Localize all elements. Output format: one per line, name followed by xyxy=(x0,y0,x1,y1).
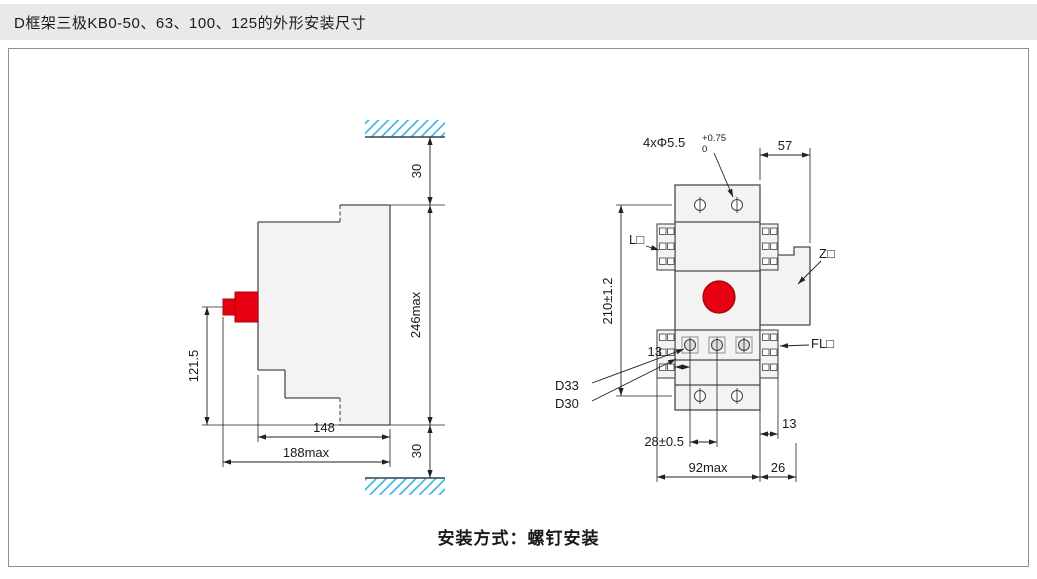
dim-total-height-value: 246max xyxy=(408,291,423,338)
breaker-side-body xyxy=(222,204,391,426)
dim-button-to-bottom-value: 121.5 xyxy=(186,350,201,383)
hole-leader-line xyxy=(713,152,734,198)
d30-label: D30 xyxy=(555,396,579,411)
mounting-holes-bottom xyxy=(694,388,743,404)
mounting-surface-top-hatch xyxy=(365,120,445,138)
terminal-block-upper-right xyxy=(759,223,779,271)
dim-offset-right: 13 xyxy=(759,378,796,482)
dim-gap-top-value: 30 xyxy=(409,164,424,178)
label-terminal-z: Z□ xyxy=(797,246,835,285)
dim-offset-left: 13 xyxy=(648,344,691,372)
terminal-fl-leader xyxy=(779,343,810,349)
mounting-holes-top xyxy=(694,197,743,213)
hole-callout: 4xΦ5.5 +0.75 0 xyxy=(643,133,734,198)
drawing-panel: 30 246max 30 121.5 148 188max xyxy=(8,48,1029,567)
terminal-fl-label: FL□ xyxy=(811,336,834,351)
red-reset-button xyxy=(702,280,736,314)
hatch-area-top xyxy=(365,120,445,137)
terminal-l-leader xyxy=(645,245,660,251)
lower-terminal-screws xyxy=(681,336,753,354)
side-view: 30 246max 30 121.5 148 188max xyxy=(186,120,445,495)
technical-drawing: 30 246max 30 121.5 148 188max xyxy=(186,120,835,495)
operating-button-base xyxy=(234,291,259,323)
dim-mount-height: 210±1.2 xyxy=(600,204,672,397)
dim-total-depth-value: 188max xyxy=(283,445,330,460)
terminal-l-label: L□ xyxy=(629,232,644,247)
page-title: D框架三极KB0-50、63、100、125的外形安装尺寸 xyxy=(14,14,367,32)
dim-body-width: 92max xyxy=(656,378,797,482)
dim-side-depth: 26 xyxy=(760,460,796,480)
terminal-z-leader xyxy=(797,260,822,285)
terminal-block-lower-left xyxy=(656,329,676,379)
dim-body-width-value: 92max xyxy=(688,460,728,475)
dim-width-top-value: 57 xyxy=(778,138,792,153)
dim-gap-top: 30 xyxy=(409,137,433,205)
dim-total-depth: 188max xyxy=(223,445,390,465)
dim-offset-right-value: 13 xyxy=(782,416,796,431)
hole-tolerance-lower: 0 xyxy=(702,144,707,155)
label-terminal-l: L□ xyxy=(629,232,660,251)
dim-offset-left-value: 13 xyxy=(648,344,662,359)
hole-callout-label: 4xΦ5.5 xyxy=(643,135,685,150)
dim-width-top: 57 xyxy=(759,138,811,243)
operating-button-tip xyxy=(222,298,236,316)
side-view-extension-lines xyxy=(202,204,445,467)
dim-side-depth-value: 26 xyxy=(771,460,785,475)
d33-leader xyxy=(591,348,685,384)
terminal-z-label: Z□ xyxy=(819,246,835,261)
terminal-block-lower-right xyxy=(759,329,779,379)
dim-terminal-pitch: 28±0.5 xyxy=(644,351,718,449)
dim-terminal-pitch-value: 28±0.5 xyxy=(644,434,684,449)
body-section-lines xyxy=(675,221,760,386)
dim-gap-bottom: 30 xyxy=(409,425,433,478)
dim-body-depth-value: 148 xyxy=(313,420,335,435)
dim-mount-height-value: 210±1.2 xyxy=(600,278,615,325)
d33-label: D33 xyxy=(555,378,579,393)
dim-body-depth: 148 xyxy=(258,420,390,440)
header-bar: D框架三极KB0-50、63、100、125的外形安装尺寸 xyxy=(0,4,1037,40)
side-silhouette xyxy=(258,205,390,425)
hatch-area-bottom xyxy=(365,478,445,495)
mounting-surface-bottom-hatch xyxy=(365,477,445,495)
dim-button-to-bottom: 121.5 xyxy=(186,307,210,425)
label-d-terminals: D33 D30 xyxy=(555,348,685,411)
d30-leader xyxy=(591,358,677,402)
installation-caption: 安装方式：螺钉安装 xyxy=(437,529,600,548)
terminal-block-upper-left xyxy=(656,223,676,271)
dim-gap-bottom-value: 30 xyxy=(409,444,424,458)
hole-tolerance-upper: +0.75 xyxy=(702,133,726,144)
dim-total-height: 246max xyxy=(408,205,433,425)
front-view: 4xΦ5.5 +0.75 0 57 210±1.2 13 xyxy=(555,133,835,482)
label-terminal-fl: FL□ xyxy=(779,336,834,351)
